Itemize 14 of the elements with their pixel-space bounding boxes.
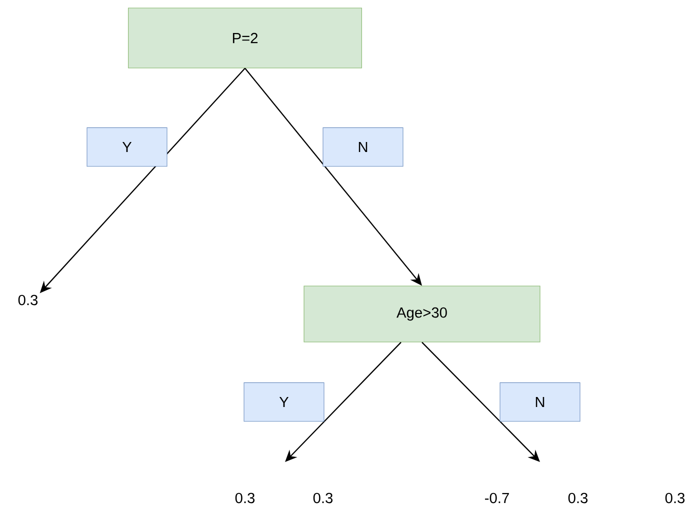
leaf-value: 0.3	[313, 492, 333, 504]
edge-label: N	[500, 382, 580, 422]
arrow	[422, 342, 540, 462]
decision-box: Age>30	[304, 286, 540, 342]
leaf-value: 0.3	[18, 294, 38, 306]
edge-label: Y	[244, 382, 324, 422]
leaf-value: 0.3	[235, 492, 255, 504]
edge-label: N	[322, 127, 404, 167]
leaf-value: 0.3	[665, 492, 685, 504]
decision-box: P=2	[128, 8, 362, 68]
edge-label: Y	[86, 127, 168, 167]
leaf-value: 0.3	[568, 492, 588, 504]
leaf-value: -0.7	[485, 492, 509, 504]
arrow	[285, 342, 402, 462]
